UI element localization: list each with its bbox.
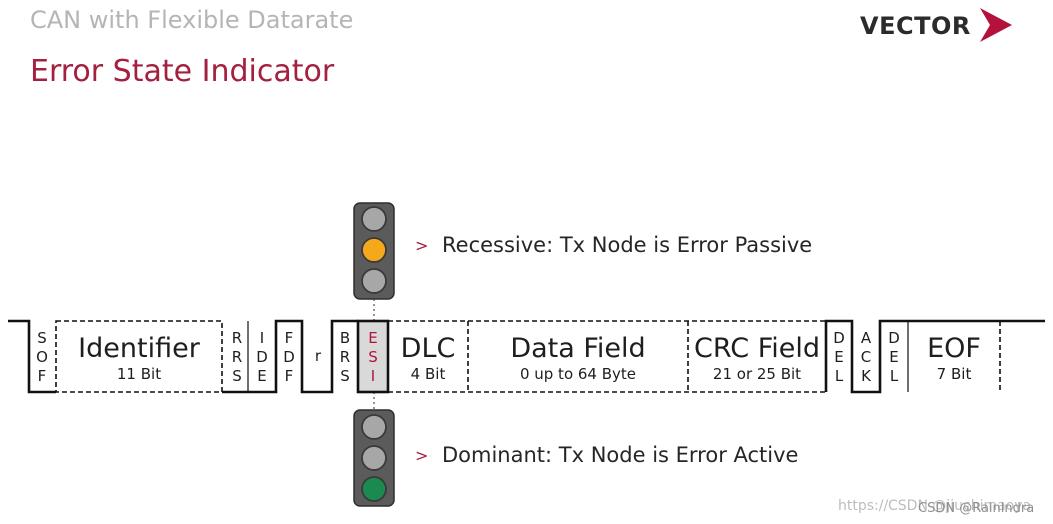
field-name: DLC <box>400 333 456 364</box>
field-r: r <box>314 347 322 365</box>
watermark-overlay-text: CSDN @Rainlndra <box>918 501 1035 516</box>
field-crc-del: DEL <box>833 329 845 385</box>
field-crc: CRC Field 21 or 25 Bit <box>688 333 826 383</box>
field-data: Data Field 0 up to 64 Byte <box>468 333 688 383</box>
lamp-top <box>361 414 387 440</box>
lamp-bottom <box>361 476 387 502</box>
rrs-ide-fdf-r-brs-level <box>222 319 358 394</box>
bit-separators <box>247 321 909 392</box>
field-ide: IDE <box>256 329 268 385</box>
field-sof: SOF <box>36 329 48 385</box>
dominant-bullet-marker: > <box>415 446 429 465</box>
field-size: 7 Bit <box>936 365 972 383</box>
chevron-right-icon <box>980 8 1012 42</box>
field-fdf: FDF <box>283 329 295 385</box>
vector-logo-text: VECTOR <box>860 12 971 40</box>
traffic-light-recessive-icon <box>353 202 395 300</box>
field-size: 0 up to 64 Byte <box>519 365 637 383</box>
watermark-url: https:// <box>838 498 889 514</box>
field-name: CRC Field <box>693 333 821 364</box>
field-brs: BRS <box>339 329 351 385</box>
watermark-text: CSDN @jiuchimaoya <box>888 498 1032 514</box>
recessive-bullet-marker: > <box>415 236 429 255</box>
field-dlc: DLC 4 Bit <box>388 333 468 383</box>
slide-title: Error State Indicator <box>30 54 335 89</box>
idle-sof-level <box>8 319 56 394</box>
field-ack-del: DEL <box>888 329 900 385</box>
field-identifier: Identifier 11 Bit <box>56 333 222 383</box>
esi-bit-box <box>356 319 390 394</box>
field-name: Data Field <box>510 333 646 364</box>
lamp-middle <box>361 237 387 263</box>
lamp-top <box>361 206 387 232</box>
lamp-middle <box>361 445 387 471</box>
field-size: 11 Bit <box>116 365 162 383</box>
field-eof: EOF 7 Bit <box>908 333 1000 383</box>
recessive-caption: Recessive: Tx Node is Error Passive <box>442 233 813 257</box>
dominant-caption: Dominant: Tx Node is Error Active <box>442 443 799 467</box>
dlc-data-crc-outline <box>388 320 826 393</box>
field-size: 21 or 25 Bit <box>712 365 802 383</box>
field-esi: ESI <box>368 329 378 385</box>
lamp-bottom <box>361 268 387 294</box>
field-rrs: RRS <box>231 329 243 385</box>
del-ack-del-eof-level <box>824 319 1045 394</box>
field-size: 4 Bit <box>410 365 446 383</box>
bus-signal <box>8 319 1045 394</box>
field-name: Identifier <box>78 333 200 364</box>
field-name: EOF <box>927 333 981 364</box>
field-ack: ACK <box>860 329 872 385</box>
variable-field-outlines <box>55 320 1001 393</box>
identifier-field-outline <box>55 320 223 393</box>
traffic-light-dominant-icon <box>353 409 395 507</box>
slide-subtitle: CAN with Flexible Datarate <box>30 6 354 34</box>
